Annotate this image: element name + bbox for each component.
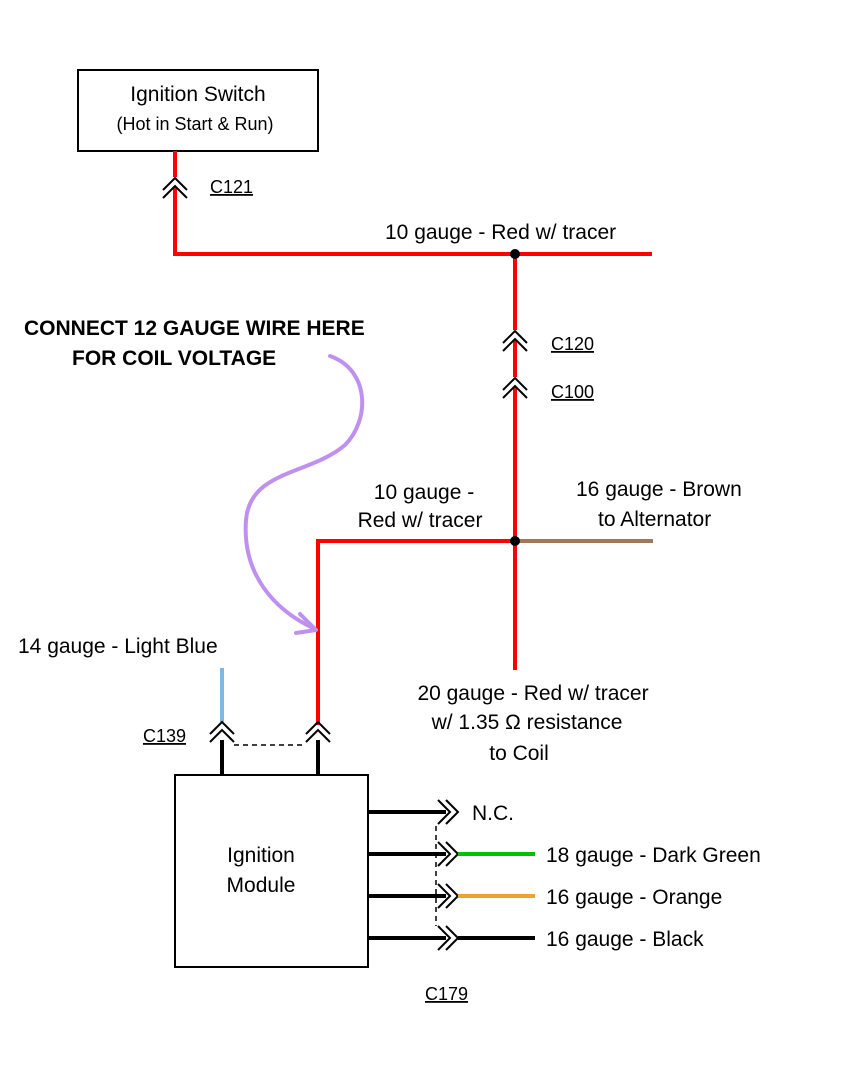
mid-left-wire <box>316 539 513 725</box>
mid-left-label-line2: Red w/ tracer <box>358 509 483 532</box>
connector-c139-right-symbol <box>305 720 331 743</box>
connector-c139-left-symbol <box>209 720 235 743</box>
ignition-module-line1: Ignition <box>227 844 295 867</box>
junction-dot-top <box>510 249 520 259</box>
nc-label: N.C. <box>472 802 514 825</box>
connector-c100-label: C100 <box>551 382 594 402</box>
brown-label-line1: 16 gauge - Brown <box>576 478 742 501</box>
black-label: 16 gauge - Black <box>546 928 704 951</box>
red-wires <box>173 151 652 725</box>
top-bus-label: 10 gauge - Red w/ tracer <box>385 221 616 244</box>
ignition-switch-box <box>77 69 319 152</box>
light-blue-label: 14 gauge - Light Blue <box>18 635 218 658</box>
connector-c121-label: C121 <box>210 177 253 197</box>
junction-dot-mid <box>510 536 520 546</box>
annotation-line1: CONNECT 12 GAUGE WIRE HERE <box>24 317 365 340</box>
ignition-module-line2: Module <box>227 874 296 897</box>
connector-c179-nc-symbol <box>437 799 460 825</box>
ignition-switch-title: Ignition Switch <box>130 83 265 106</box>
ignition-module-box <box>174 774 369 968</box>
mid-left-label-line1: 10 gauge - <box>374 481 474 504</box>
coil-label-line1: 20 gauge - Red w/ tracer <box>417 682 648 705</box>
coil-label-line2: w/ 1.35 Ω resistance <box>431 711 623 734</box>
connector-c100-symbol <box>502 376 528 399</box>
ignition-switch-subtitle: (Hot in Start & Run) <box>116 114 273 134</box>
ignition-switch: Ignition Switch (Hot in Start & Run) <box>77 69 319 152</box>
connector-c121-symbol <box>162 176 188 199</box>
connector-c139-label: C139 <box>143 726 186 746</box>
coil-label-line3: to Coil <box>489 742 549 765</box>
connector-c120-symbol <box>502 329 528 352</box>
orange-label: 16 gauge - Orange <box>546 886 722 909</box>
annotation-line2: FOR COIL VOLTAGE <box>72 347 276 370</box>
vertical-connectors <box>162 176 528 743</box>
connector-c179-label: C179 <box>425 984 468 1004</box>
module-outputs <box>368 799 535 951</box>
connector-c120-label: C120 <box>551 334 594 354</box>
ignition-module: Ignition Module <box>174 774 369 968</box>
dark-green-label: 18 gauge - Dark Green <box>546 844 761 867</box>
annotation-arrow <box>243 354 365 635</box>
brown-label-line2: to Alternator <box>598 508 711 531</box>
